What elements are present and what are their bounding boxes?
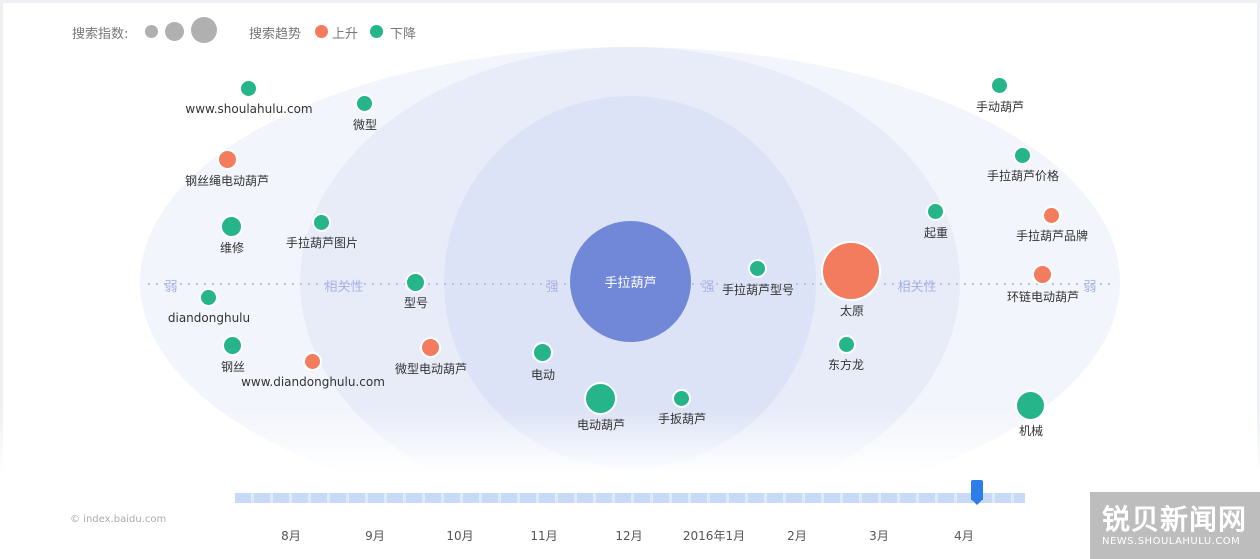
timeline-month[interactable]: 10月 bbox=[446, 529, 474, 543]
scale-relevance-left: 相关性 bbox=[324, 280, 364, 295]
timeline-month[interactable]: 4月 bbox=[954, 529, 974, 543]
keyword-bubble[interactable] bbox=[671, 388, 691, 408]
keyword-bubble[interactable] bbox=[583, 381, 617, 415]
keyword-bubble[interactable] bbox=[219, 214, 243, 238]
legend-trend-label: 搜索趋势 bbox=[249, 27, 302, 42]
keyword-label[interactable]: 型号 bbox=[403, 296, 429, 310]
center-keyword[interactable]: 手拉葫芦 bbox=[570, 221, 691, 342]
keyword-bubble[interactable] bbox=[1012, 145, 1032, 165]
keyword-label[interactable]: 钢丝 bbox=[220, 360, 246, 374]
keyword-label[interactable]: 环链电动葫芦 bbox=[1006, 290, 1080, 304]
keyword-label[interactable]: 手拉葫芦品牌 bbox=[1015, 229, 1089, 243]
legend-index-label: 搜索指数: bbox=[72, 27, 129, 42]
watermark-logo: 锐贝新闻网 bbox=[1102, 503, 1248, 536]
legend-size-medium bbox=[165, 22, 184, 41]
keyword-bubble[interactable] bbox=[1041, 205, 1061, 225]
legend-size-small bbox=[145, 25, 158, 38]
keyword-bubble[interactable] bbox=[354, 93, 374, 113]
keyword-label[interactable]: www.diandonghulu.com bbox=[241, 375, 385, 389]
keyword-label[interactable]: 手拉葫芦图片 bbox=[285, 236, 359, 250]
watermark-url: NEWS.SHOULAHULU.COM bbox=[1102, 536, 1241, 547]
timeline-month[interactable]: 2月 bbox=[787, 529, 807, 543]
keyword-bubble[interactable] bbox=[925, 201, 945, 221]
keyword-bubble[interactable] bbox=[1031, 263, 1053, 285]
keyword-label[interactable]: 电动葫芦 bbox=[576, 418, 626, 432]
keyword-bubble[interactable] bbox=[221, 334, 243, 356]
legend-down-dot bbox=[370, 25, 383, 38]
timeline-handle-pointer bbox=[971, 499, 983, 505]
scale-weak-left: 弱 bbox=[164, 280, 178, 295]
keyword-label[interactable]: 电动 bbox=[530, 368, 556, 382]
legend-down-label: 下降 bbox=[390, 27, 417, 42]
timeline-month[interactable]: 2016年1月 bbox=[682, 529, 746, 543]
timeline-month[interactable]: 3月 bbox=[869, 529, 889, 543]
keyword-bubble[interactable] bbox=[419, 336, 441, 358]
keyword-label[interactable]: 手扳葫芦 bbox=[657, 412, 707, 426]
keyword-bubble[interactable] bbox=[404, 271, 426, 293]
keyword-label[interactable]: 太原 bbox=[839, 304, 865, 318]
keyword-label[interactable]: 机械 bbox=[1018, 424, 1044, 438]
scale-strong-right: 强 bbox=[701, 280, 715, 295]
center-keyword-label: 手拉葫芦 bbox=[604, 276, 657, 291]
keyword-bubble[interactable] bbox=[216, 148, 238, 170]
timeline-track[interactable] bbox=[235, 493, 1025, 503]
keyword-bubble[interactable] bbox=[821, 241, 881, 301]
keyword-label[interactable]: 东方龙 bbox=[827, 358, 865, 372]
scale-strong-left: 强 bbox=[545, 280, 559, 295]
scale-weak-right: 弱 bbox=[1083, 280, 1097, 295]
keyword-bubble[interactable] bbox=[238, 78, 258, 98]
timeline-month[interactable]: 12月 bbox=[615, 529, 643, 543]
keyword-label[interactable]: 钢丝绳电动葫芦 bbox=[184, 174, 270, 188]
keyword-bubble[interactable] bbox=[989, 75, 1009, 95]
timeline-month[interactable]: 9月 bbox=[365, 529, 385, 543]
keyword-bubble[interactable] bbox=[311, 212, 331, 232]
keyword-bubble[interactable] bbox=[747, 258, 767, 278]
keyword-label[interactable]: 起重 bbox=[923, 226, 949, 240]
keyword-bubble[interactable] bbox=[302, 351, 322, 371]
legend-up-dot bbox=[315, 25, 328, 38]
keyword-label[interactable]: 手动葫芦 bbox=[975, 100, 1025, 114]
keyword-bubble[interactable] bbox=[198, 287, 218, 307]
keyword-bubble[interactable] bbox=[531, 341, 553, 363]
keyword-bubble[interactable] bbox=[836, 334, 856, 354]
keyword-label[interactable]: diandonghulu bbox=[167, 311, 251, 325]
watermark: 锐贝新闻网 NEWS.SHOULAHULU.COM bbox=[1090, 492, 1260, 559]
keyword-label[interactable]: 手拉葫芦价格 bbox=[986, 169, 1060, 183]
copyright: © index.baidu.com bbox=[70, 514, 167, 525]
legend-size-large bbox=[191, 17, 217, 43]
timeline-handle[interactable] bbox=[971, 480, 983, 500]
keyword-label[interactable]: www.shoulahulu.com bbox=[185, 102, 313, 116]
keyword-label[interactable]: 维修 bbox=[219, 241, 245, 255]
keyword-bubble[interactable] bbox=[1014, 389, 1046, 421]
keyword-label[interactable]: 微型电动葫芦 bbox=[394, 362, 468, 376]
timeline-month[interactable]: 8月 bbox=[281, 529, 301, 543]
scale-relevance-right: 相关性 bbox=[897, 280, 937, 295]
legend-up-label: 上升 bbox=[332, 27, 359, 42]
keyword-label[interactable]: 手拉葫芦型号 bbox=[721, 283, 795, 297]
timeline-month[interactable]: 11月 bbox=[530, 529, 558, 543]
keyword-label[interactable]: 微型 bbox=[352, 118, 378, 132]
